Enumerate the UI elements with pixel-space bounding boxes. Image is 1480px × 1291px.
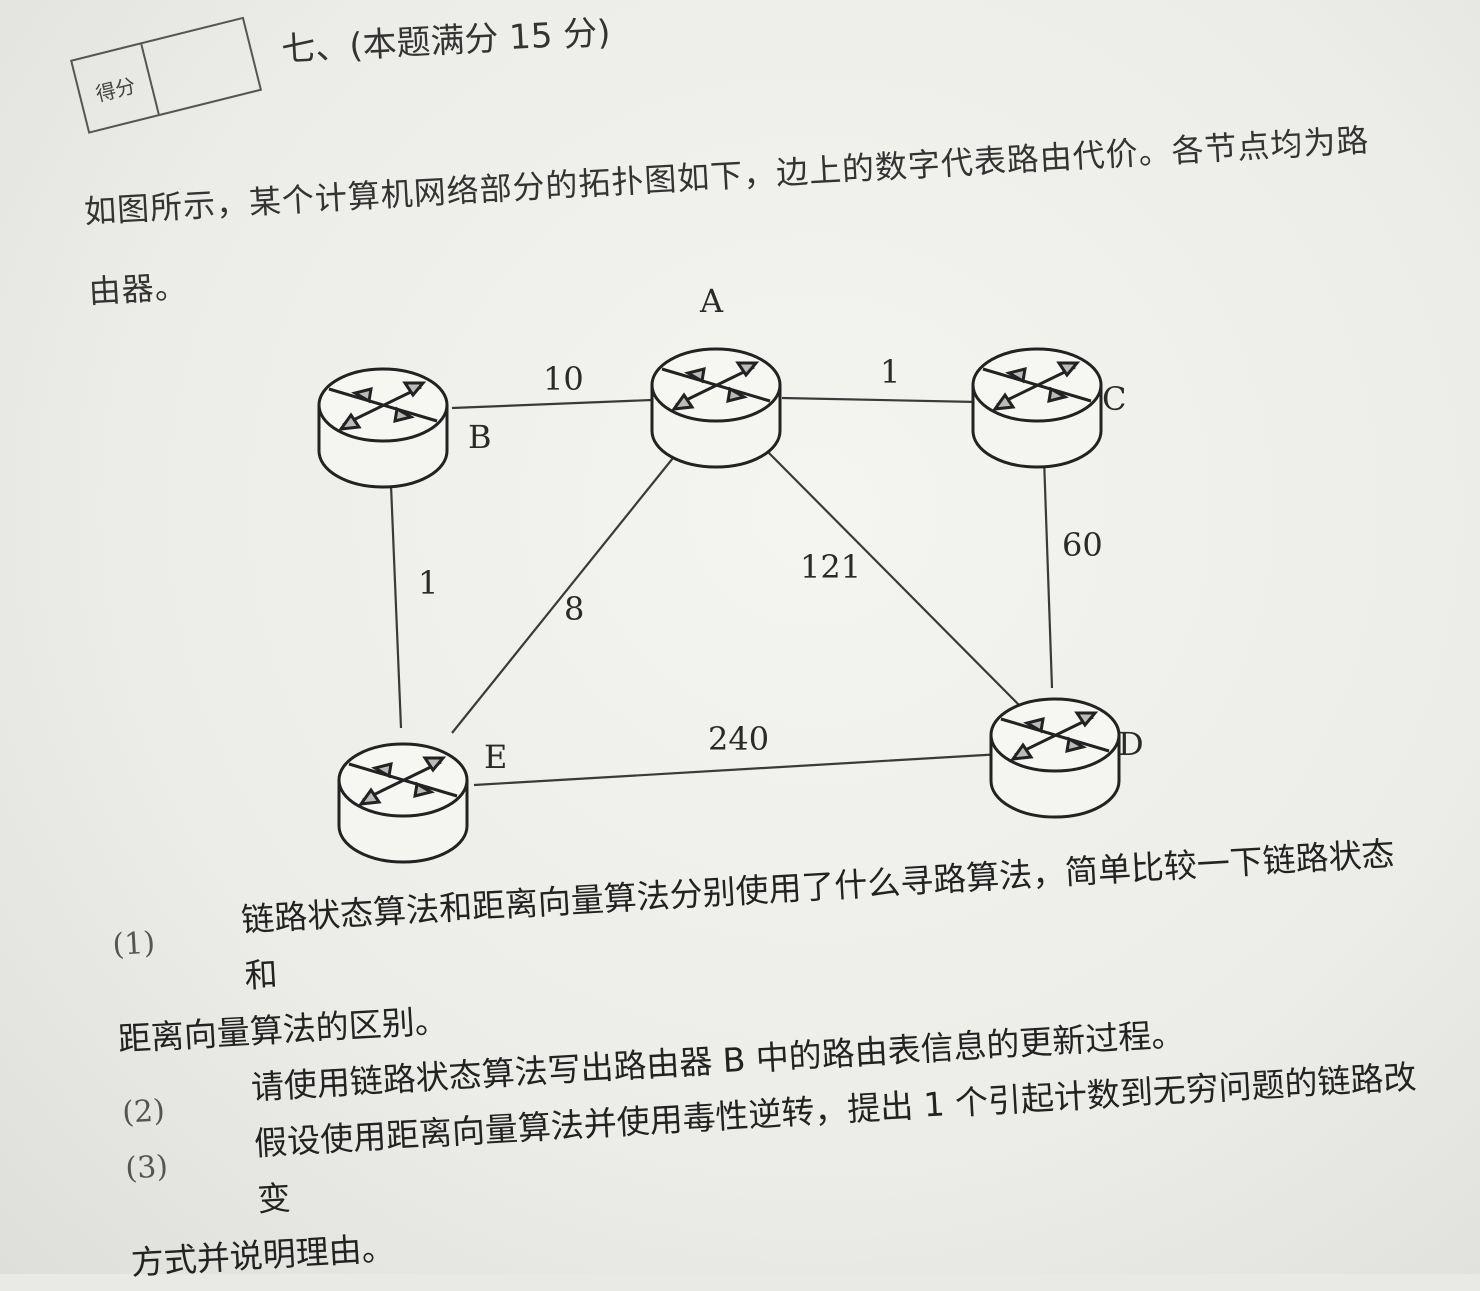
router-a [650, 347, 782, 469]
router-d [989, 697, 1121, 819]
router-label: A [699, 282, 724, 320]
link-cost-label: 240 [708, 720, 769, 758]
router-e [337, 742, 469, 864]
link-cost-label: 10 [543, 360, 584, 398]
nodes-layer [317, 347, 1121, 864]
link-b-a [451, 398, 653, 410]
router-icon [1000, 711, 1110, 761]
link-cost-label: 8 [564, 590, 584, 628]
router-label: C [1102, 380, 1126, 418]
router-label: E [484, 738, 507, 776]
link-a-e [451, 457, 674, 734]
link-c-d [1042, 457, 1054, 689]
router-icon [348, 756, 458, 806]
link-cost-label: 1 [880, 353, 900, 391]
question-list: (1) 链路状态算法和距离向量算法分别使用了什么寻路算法，简单比较一下链路状态和… [110, 825, 1430, 1291]
link-a-c [781, 396, 979, 404]
question-number: (1) [111, 925, 157, 963]
router-label: D [1118, 725, 1144, 763]
labels-layer: 10 1 1 8 121 60 240 A B C D E [418, 282, 1144, 776]
router-c [971, 347, 1103, 469]
question-number: (3) [124, 1149, 169, 1187]
link-cost-label: 1 [418, 564, 438, 602]
router-icon [982, 361, 1092, 411]
router-b [317, 367, 449, 489]
router-label: B [468, 418, 492, 456]
router-icon [328, 381, 438, 431]
link-cost-label: 121 [800, 548, 861, 586]
router-icon [661, 361, 771, 411]
link-e-d [473, 752, 1003, 787]
link-a-d [763, 447, 1021, 707]
link-b-e [389, 484, 403, 729]
edges-layer [389, 396, 1054, 787]
link-cost-label: 60 [1062, 526, 1103, 564]
